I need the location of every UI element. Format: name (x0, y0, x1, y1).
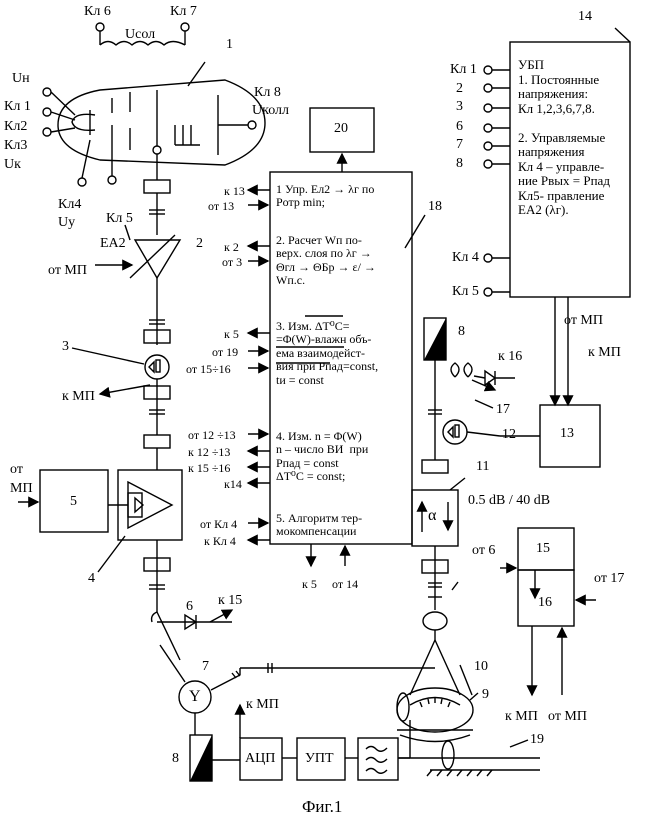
label-n20: 20 (334, 122, 348, 136)
label-n8-right: 8 (458, 325, 465, 339)
label-n13: 13 (560, 427, 574, 441)
ubp-n7: 7 (456, 138, 463, 152)
label-k15: к 15 (218, 594, 242, 608)
ubp-n8: 8 (456, 157, 463, 171)
right-chain (397, 318, 600, 776)
label-n9: 9 (482, 688, 489, 702)
label-alpha: α (428, 508, 436, 524)
label-kkl4: к Кл 4 (204, 535, 236, 547)
label-n7: 7 (202, 660, 209, 674)
label-ot19: от 19 (212, 346, 238, 358)
label-un: Uн (12, 72, 30, 86)
label-n10: 10 (474, 660, 488, 674)
label-n4: 4 (88, 572, 95, 586)
label-ot-mp-2: от МП (48, 264, 87, 278)
label-ot1516: от 15÷16 (186, 363, 231, 375)
label-k1213: к 12 ÷13 (188, 446, 230, 458)
algorithm-item-4: 4. Изм. n = Φ(W) n – число ВИ при Pпад =… (276, 430, 368, 484)
label-upt: УПТ (305, 752, 334, 766)
label-attn: 0.5 dB / 40 dB (468, 494, 550, 508)
label-n2: 2 (196, 237, 203, 251)
algorithm-item-3: 3. Изм. ΔT⁰C= =Φ(W)-влажн объ- ема взаим… (276, 320, 378, 387)
label-adc: АЦП (245, 752, 275, 766)
label-k16: к 16 (498, 350, 522, 364)
label-n5: 5 (70, 495, 77, 509)
label-n8-left: 8 (172, 752, 179, 766)
ubp-description: УБП 1. Постоянные напряжения: Кл 1,2,3,6… (518, 58, 610, 218)
label-uk: Uк (4, 158, 21, 172)
label-y-symbol: Y (189, 689, 201, 705)
label-otkl4: от Кл 4 (200, 518, 237, 530)
label-kl4: Кл4 (58, 198, 81, 212)
label-kl1: Кл 1 (4, 100, 31, 114)
label-k-mp-3: к МП (62, 390, 95, 404)
label-k14: к14 (224, 478, 242, 490)
label-ukoll: Uколл (252, 104, 289, 118)
label-ot-mp-13: от МП (564, 314, 603, 328)
label-uy: Uу (58, 216, 75, 230)
label-kl2: Кл2 (4, 120, 27, 134)
label-ea2: EА2 (100, 237, 126, 251)
label-n3: 3 (62, 340, 69, 354)
label-kl6: Кл 6 (84, 5, 111, 19)
label-n12: 12 (502, 428, 516, 442)
label-kl5: Кл 5 (106, 212, 133, 226)
label-kl3: Кл3 (4, 139, 27, 153)
ubp-n2: 2 (456, 82, 463, 96)
label-ot6: от 6 (472, 544, 495, 558)
label-bottom-k5: к 5 (302, 578, 317, 590)
label-bottom-ot14: от 14 (332, 578, 358, 590)
ubp-kl4: Кл 4 (452, 251, 479, 265)
label-k1516: к 15 ÷16 (188, 462, 230, 474)
label-n11: 11 (476, 460, 489, 474)
label-n1: 1 (226, 38, 233, 52)
label-usol: Uсол (125, 28, 155, 42)
label-kl8: Кл 8 (254, 86, 281, 100)
algorithm-item-1: 1 Упр. Eл2 → λг по Pотр min; (276, 183, 374, 210)
label-n19: 19 (530, 733, 544, 747)
ubp-kl5: Кл 5 (452, 285, 479, 299)
label-n17: 17 (496, 403, 510, 417)
label-k5: к 5 (224, 328, 239, 340)
label-n6: 6 (186, 600, 193, 614)
algorithm-item-2: 2. Расчет Wп по- верх. слоя по λг → Θгл … (276, 234, 376, 288)
label-k13: к 13 (224, 185, 245, 197)
algorithm-item-5: 5. Алгоритм тер- мокомпенсации (276, 512, 362, 539)
label-kl7: Кл 7 (170, 5, 197, 19)
label-ot-mp-5a: от (10, 463, 23, 477)
label-k2: к 2 (224, 241, 239, 253)
label-ot-mp-5b: МП (10, 482, 33, 496)
label-k-mp-13: к МП (588, 346, 621, 360)
ubp-n3: 3 (456, 100, 463, 114)
ubp-n6: 6 (456, 120, 463, 134)
label-ot17: от 17 (594, 572, 624, 586)
label-n14: 14 (578, 10, 592, 24)
label-ot13: от 13 (208, 200, 234, 212)
figure-caption: Фиг.1 (302, 798, 342, 815)
label-n18: 18 (428, 200, 442, 214)
label-n16: 16 (538, 596, 552, 610)
label-k-mp-adc: к МП (246, 698, 279, 712)
label-n15: 15 (536, 542, 550, 556)
label-ot3: от 3 (222, 256, 242, 268)
ubp-kl1: Кл 1 (450, 63, 477, 77)
label-ot-mp-bot: от МП (548, 710, 587, 724)
label-ot1213: от 12 ÷13 (188, 429, 236, 441)
label-k-mp-bot: к МП (505, 710, 538, 724)
